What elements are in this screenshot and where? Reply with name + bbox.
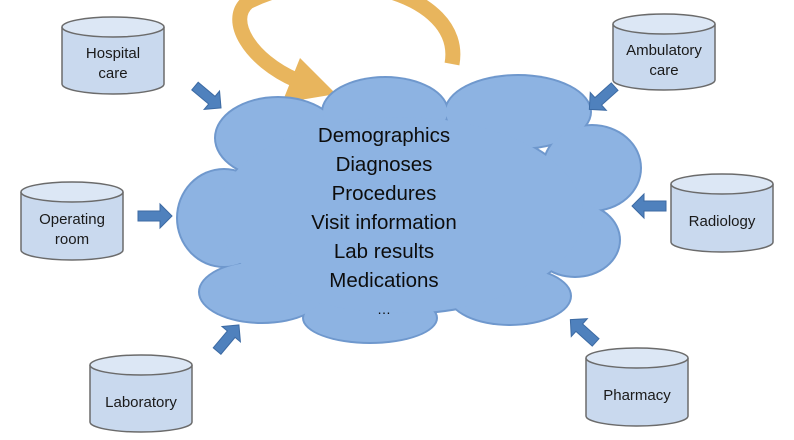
hospital-care-label-line-1: Hospital	[86, 45, 140, 62]
cloud-item-demographics: Demographics	[318, 124, 450, 147]
database-ambulatory-care: Ambulatory care	[612, 13, 716, 91]
cloud-item-diagnoses: Diagnoses	[336, 153, 433, 176]
hospital-care-label-line-2: care	[98, 65, 127, 82]
cloud-item-visit-information: Visit information	[311, 211, 456, 234]
pharmacy-label: Pharmacy	[603, 387, 671, 404]
arrow-ambulatory-care-to-cloud	[588, 82, 619, 111]
database-operating-room: Operating room	[20, 181, 124, 261]
operating-room-label-line-2: room	[55, 231, 89, 248]
cloud-item-lab-results: Lab results	[334, 240, 434, 263]
laboratory-label: Laboratory	[105, 394, 177, 411]
database-laboratory: Laboratory	[89, 354, 193, 433]
cloud-item-procedures: Procedures	[332, 182, 437, 205]
cloud-item-more: …	[377, 301, 391, 317]
ambulatory-care-label-line-1: Ambulatory	[626, 42, 702, 59]
database-hospital-care: Hospital care	[61, 16, 165, 95]
feedback-loop-arrowhead	[282, 58, 336, 103]
operating-room-label-line-1: Operating	[39, 211, 105, 228]
database-radiology: Radiology	[670, 173, 774, 253]
feedback-loop-arrow	[232, 0, 461, 103]
arrow-laboratory-to-cloud	[212, 324, 242, 355]
arrow-radiology-to-cloud	[631, 192, 667, 220]
feedback-loop-curve	[232, 0, 461, 87]
cloud-item-medications: Medications	[329, 269, 438, 292]
central-data-cloud: Demographics Diagnoses Procedures Visit …	[176, 74, 642, 344]
database-pharmacy: Pharmacy	[585, 347, 689, 427]
ambulatory-care-label-line-2: care	[649, 62, 678, 79]
arrow-hospital-care-to-cloud	[191, 81, 222, 111]
arrow-operating-room-to-cloud	[137, 202, 173, 230]
radiology-label: Radiology	[689, 213, 756, 230]
arrow-pharmacy-to-cloud	[569, 318, 600, 347]
